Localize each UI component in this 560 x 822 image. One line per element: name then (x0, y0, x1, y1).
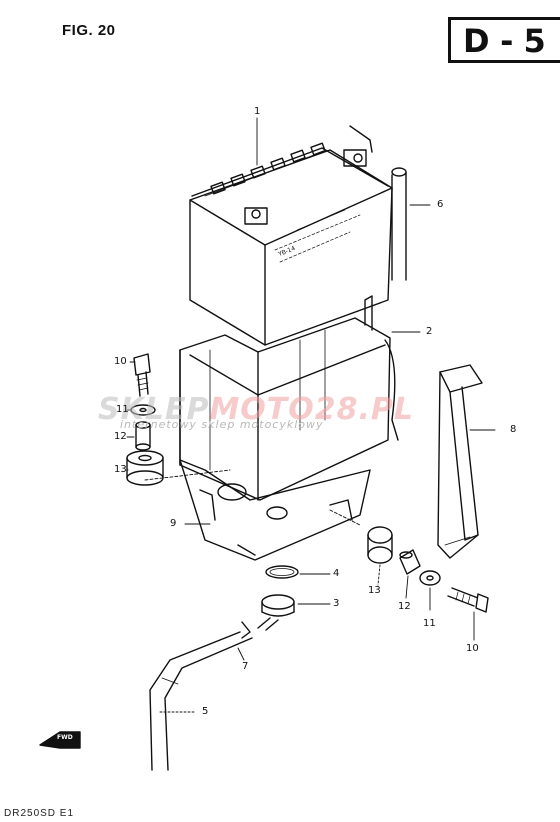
callout-2: 2 (426, 326, 433, 337)
watermark-right: MOTO28.PL (209, 392, 415, 427)
forward-label: FWD (57, 734, 73, 741)
breather-hose (391, 167, 407, 281)
watermark: SKLEPMOTO28.PL (98, 392, 414, 427)
watermark-tagline: internetowy sklep motocyklowy (120, 418, 324, 431)
hose-clamp (265, 565, 299, 579)
battery (189, 125, 393, 346)
bolt-right (447, 587, 489, 613)
battery-terminal (343, 125, 373, 167)
callout-6: 6 (437, 199, 444, 210)
callout-11-left: 11 (116, 404, 129, 415)
battery-case (179, 295, 399, 501)
bolt-left (133, 353, 151, 397)
callout-8: 8 (510, 424, 517, 435)
callout-13-right: 13 (368, 585, 381, 596)
washer-right (419, 570, 441, 586)
battery-terminal (244, 207, 268, 225)
callout-10-right: 10 (466, 643, 479, 654)
callout-3: 3 (333, 598, 340, 609)
forward-arrow-icon (39, 731, 81, 749)
callout-1: 1 (254, 106, 261, 117)
callout-9: 9 (170, 518, 177, 529)
callout-11-right: 11 (423, 618, 436, 629)
callout-5: 5 (202, 706, 209, 717)
callout-7: 7 (242, 661, 249, 672)
callout-10-left: 10 (114, 356, 127, 367)
cushion-left (126, 450, 164, 486)
callout-12-left: 12 (114, 431, 127, 442)
callout-4: 4 (333, 568, 340, 579)
hose-clip (241, 621, 251, 639)
drain-fitting (257, 594, 295, 631)
battery-strap (437, 364, 483, 559)
washer-left-hole (139, 407, 147, 413)
battery-bracket (179, 459, 371, 561)
watermark-left: SKLEP (98, 392, 210, 427)
cushion-right (367, 526, 393, 564)
section-code-box: D-5 (448, 17, 560, 63)
drain-hose (149, 631, 253, 771)
callout-12-right: 12 (398, 601, 411, 612)
callout-13-left: 13 (114, 464, 127, 475)
figure-title: FIG. 20 (62, 22, 116, 39)
section-code: D-5 (463, 22, 556, 60)
battery-cell-caps (210, 142, 326, 195)
model-code: DR250SD E1 (4, 808, 75, 819)
collar-left (135, 421, 151, 451)
collar-right (399, 549, 421, 575)
leader-lines (126, 117, 496, 713)
